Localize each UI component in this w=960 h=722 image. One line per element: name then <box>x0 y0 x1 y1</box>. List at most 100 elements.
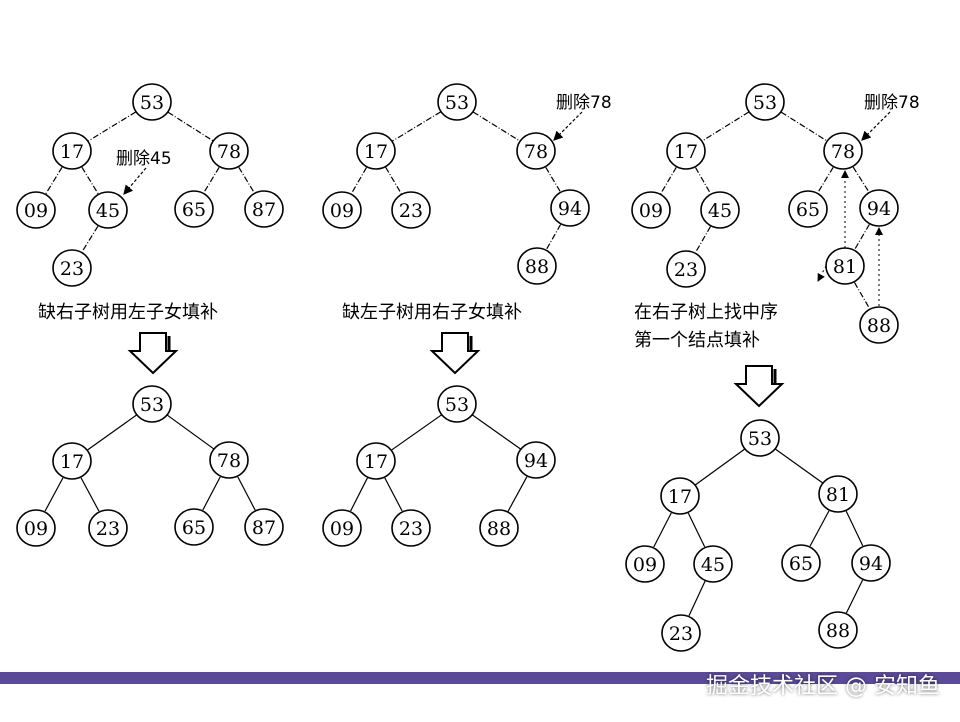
node-value: 09 <box>330 200 354 222</box>
node-value: 53 <box>753 92 777 114</box>
tree-node: 23 <box>661 614 701 652</box>
tree-node: 65 <box>174 190 214 228</box>
tree-node: 53 <box>740 419 780 457</box>
tree-edge <box>44 477 64 512</box>
node-value: 53 <box>445 92 469 114</box>
tree-node: 78 <box>823 132 863 170</box>
node-circle <box>437 83 477 121</box>
tree-edge <box>81 166 99 195</box>
tree-edge <box>853 282 871 309</box>
node-circle <box>516 441 556 479</box>
tree-node: 53 <box>437 83 477 121</box>
node-value: 65 <box>789 553 813 575</box>
tree-node: 17 <box>660 477 700 515</box>
search-path-arrow <box>817 265 827 282</box>
node-circle <box>661 614 701 652</box>
tree-node: 88 <box>859 306 899 344</box>
node-circle <box>516 132 556 170</box>
node-value: 65 <box>182 199 206 221</box>
node-circle <box>356 132 396 170</box>
tree-node: 45 <box>88 191 128 229</box>
node-circle <box>174 190 214 228</box>
tree-edge <box>854 224 870 250</box>
node-value: 65 <box>796 199 820 221</box>
node-circle <box>209 132 249 170</box>
watermark: 掘金技术社区 @ 安知鱼 <box>706 674 940 699</box>
tree-edge <box>775 448 823 484</box>
tree-node: 53 <box>745 83 785 121</box>
node-circle <box>740 419 780 457</box>
down-arrow-case-2 <box>429 332 481 375</box>
tree-edge <box>701 111 750 142</box>
node-value: 78 <box>831 141 855 163</box>
tree-edge <box>350 477 368 512</box>
down-arrow-case-1 <box>127 332 179 375</box>
node-circle <box>666 250 706 288</box>
tree-edge <box>472 414 521 450</box>
node-value: 78 <box>217 450 241 472</box>
node-value: 17 <box>364 141 388 163</box>
node-value: 23 <box>399 200 423 222</box>
node-value: 17 <box>674 141 698 163</box>
tree-node: 81 <box>818 475 858 513</box>
tree-node: 17 <box>52 132 92 170</box>
node-circle <box>52 249 92 287</box>
node-circle <box>693 545 733 583</box>
node-circle <box>818 611 858 649</box>
tree-edge <box>87 111 137 142</box>
tree-node: 65 <box>788 190 828 228</box>
node-value: 17 <box>60 451 84 473</box>
tree-node: 65 <box>781 544 821 582</box>
node-value: 17 <box>364 451 388 473</box>
tree-node: 94 <box>851 544 891 582</box>
tree-edge <box>687 512 706 548</box>
node-value: 09 <box>24 200 48 222</box>
tree-edge <box>87 414 137 451</box>
caption-case-3-line-2: 第一个结点填补 <box>634 330 760 351</box>
tree-edge <box>660 167 677 194</box>
tree-edge <box>237 476 256 511</box>
node-value: 88 <box>525 256 549 278</box>
tree-edge <box>472 111 521 142</box>
tree-node: 09 <box>322 509 362 547</box>
tree-node: 53 <box>132 83 172 121</box>
node-circle <box>132 385 172 423</box>
node-circle <box>322 191 362 229</box>
node-circle <box>209 441 249 479</box>
node-value: 81 <box>826 484 850 506</box>
node-value: 09 <box>330 518 354 540</box>
tree-edge <box>507 476 528 512</box>
node-circle <box>16 509 56 547</box>
annotation-arrow <box>553 111 583 141</box>
tree-node: 45 <box>693 545 733 583</box>
node-value: 53 <box>445 394 469 416</box>
node-circle <box>52 132 92 170</box>
node-circle <box>700 191 740 229</box>
node-circle <box>745 83 785 121</box>
tree-edge <box>845 579 864 614</box>
node-value: 53 <box>748 428 772 450</box>
tree-edge <box>350 167 368 194</box>
node-circle <box>788 190 828 228</box>
node-value: 23 <box>60 258 84 280</box>
tree-node: 87 <box>244 508 284 546</box>
tree-node: 09 <box>16 191 56 229</box>
node-value: 94 <box>859 553 883 575</box>
annotation-delete-78-case-3: 删除78 <box>864 93 920 113</box>
node-circle <box>781 544 821 582</box>
node-circle <box>132 83 172 121</box>
footer-bar <box>0 672 960 684</box>
node-circle <box>631 191 671 229</box>
tree-node: 45 <box>700 191 740 229</box>
tree-node: 88 <box>818 611 858 649</box>
node-value: 23 <box>674 259 698 281</box>
node-value: 23 <box>96 518 120 540</box>
node-circle <box>52 442 92 480</box>
annotation-arrow <box>123 167 147 195</box>
node-value: 94 <box>524 450 548 472</box>
tree-node: 17 <box>356 132 396 170</box>
tree-edge <box>545 224 562 250</box>
annotation-arrow <box>861 111 891 141</box>
node-circle <box>437 385 477 423</box>
